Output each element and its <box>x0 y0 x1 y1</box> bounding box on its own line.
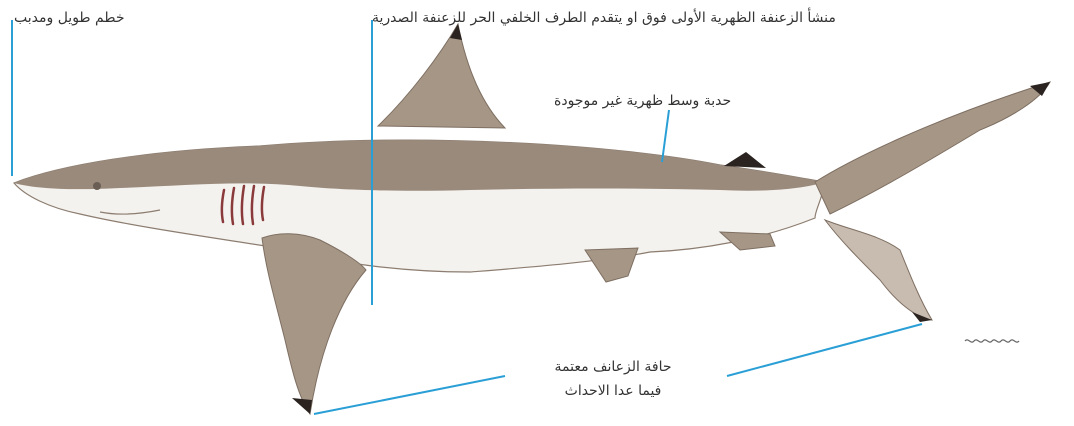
pelvic-fin <box>585 248 638 282</box>
artist-signature <box>965 340 1019 342</box>
second-dorsal-fin <box>724 152 766 168</box>
label-snout: خطم طويل ومدبب <box>14 8 124 28</box>
caudal-fin-lower <box>825 220 932 320</box>
leader-line-fins-left <box>314 376 505 414</box>
label-fin-margins-line1: حافة الزعانف معتمة <box>510 355 716 379</box>
label-ridge: حدبة وسط ظهرية غير موجودة <box>554 91 731 111</box>
first-dorsal-fin <box>378 24 505 128</box>
leader-line-ridge <box>662 110 669 162</box>
shark-body-dorsal <box>14 140 825 191</box>
pectoral-fin <box>262 234 366 414</box>
leader-line-fins-right <box>727 324 922 376</box>
label-dorsal-origin: منشأ الزعنفة الظهرية الأولى فوق او يتقدم… <box>372 8 836 28</box>
pectoral-fin-tip <box>292 398 312 414</box>
label-fin-margins-line2: فيما عدا الاحداث <box>510 379 716 403</box>
shark-eye <box>93 182 101 190</box>
caudal-fin-upper <box>815 82 1050 214</box>
label-fin-margins: حافة الزعانف معتمة فيما عدا الاحداث <box>510 355 716 403</box>
